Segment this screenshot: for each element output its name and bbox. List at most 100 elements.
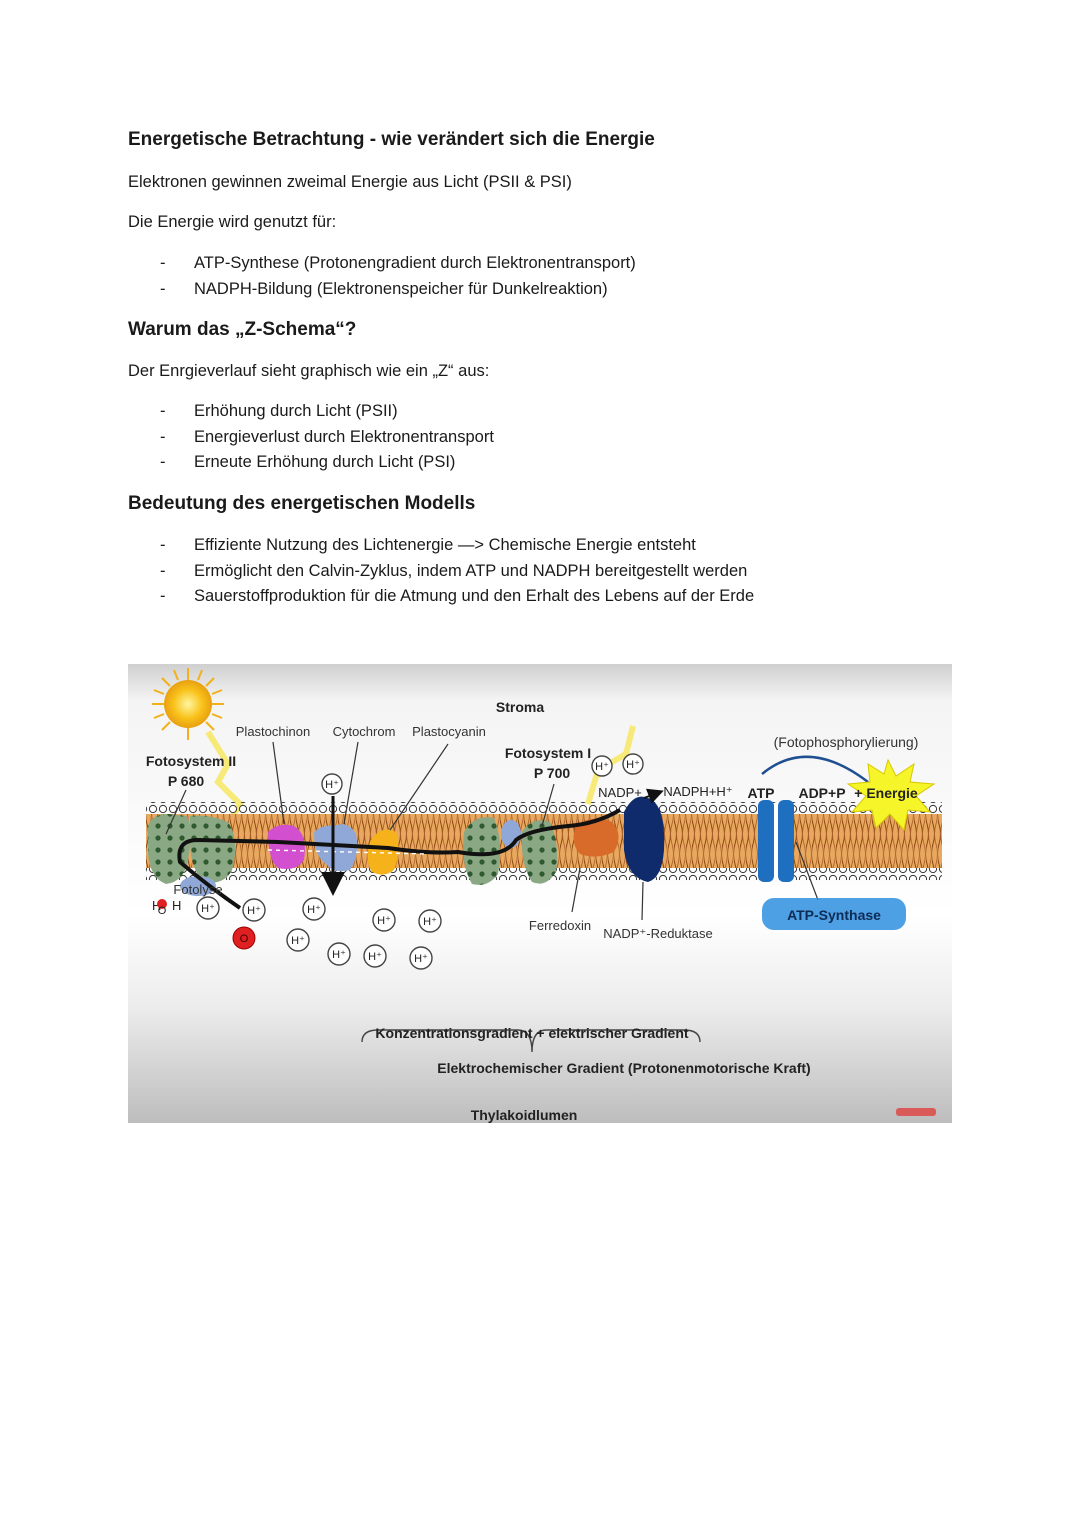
section3-heading: Bedeutung des energetischen Modells — [128, 493, 476, 514]
bullet-dash: - — [160, 402, 166, 420]
oxygen-atom: O — [232, 926, 256, 950]
light-beam-psi — [585, 725, 636, 805]
proton-ion: H⁺ — [196, 896, 220, 920]
gradient-brace — [361, 1029, 701, 1053]
list-item: - Erhöhung durch Licht (PSII) — [128, 399, 494, 425]
gradient-label-2: Elektrochemischer Gradient (Protonenmoto… — [437, 1060, 810, 1076]
bullet-dash: - — [160, 254, 166, 272]
list-item: - Sauerstoffproduktion für die Atmung und… — [128, 584, 754, 610]
section3-list: - Effiziente Nutzung des Lichtenergie —> … — [128, 533, 754, 610]
ps1-p-label: P 700 — [534, 765, 571, 781]
proton-label: H⁺ — [291, 935, 305, 947]
proton-label: H⁺ — [595, 761, 609, 773]
list-item: - ATP-Synthese (Protonengradient durch El… — [128, 251, 636, 277]
proton-ion: H⁺ — [302, 897, 326, 921]
bullet-dash: - — [160, 561, 166, 580]
bullet-dash: - — [160, 279, 166, 298]
ps2-p-label: P 680 — [168, 773, 205, 789]
section2-lead: Der Enrgieverlauf sieht graphisch wie ei… — [128, 362, 490, 380]
proton-label: H⁺ — [626, 759, 640, 771]
plastochinon-complex — [268, 824, 305, 869]
nadph-label: NADPH+H⁺ — [663, 784, 732, 799]
electron-path — [177, 808, 622, 910]
proton-ion: H⁺ — [286, 928, 310, 952]
list-item-text: ATP-Synthese (Protonengradient durch Ele… — [194, 254, 636, 272]
list-item: - Energieverlust durch Elektronentranspor… — [128, 425, 494, 451]
ps2-name-label: Fotosystem II — [146, 753, 236, 769]
ferredoxin-complex — [573, 818, 619, 857]
gradient-label-1: Konzentrationsgradient + elektrischer Gr… — [375, 1025, 688, 1041]
proton-ion: H⁺ — [591, 755, 613, 777]
proton-ion: H⁺ — [622, 753, 644, 775]
proton-label: H⁺ — [325, 779, 339, 791]
proton-ion: H⁺ — [321, 773, 343, 795]
bullet-dash: - — [160, 427, 166, 446]
list-item-text: NADPH-Bildung (Elektronenspeicher für Du… — [194, 279, 608, 298]
atp-synthase-label: ATP-Synthase — [787, 907, 881, 923]
list-item: - NADPH-Bildung (Elektronenspeicher für D… — [128, 277, 636, 303]
photosystem-i — [463, 817, 558, 885]
ps1-name-label: Fotosystem I — [505, 745, 591, 761]
plastochinon-label: Plastochinon — [236, 724, 310, 739]
nadp-reduktase-complex — [624, 796, 665, 882]
list-item-text: Sauerstoffproduktion für die Atmung und … — [194, 587, 755, 605]
water-h2-label: H — [172, 898, 181, 913]
fotolyse-label: Fotolyse — [173, 882, 222, 897]
label-leader-lines — [165, 741, 819, 921]
proton-label: H⁺ — [201, 903, 215, 915]
lumen-label: Thylakoidlumen — [471, 1107, 578, 1123]
photosynthesis-diagram: Stroma Plastochinon Cytochrom Plastocyan… — [128, 664, 952, 1123]
bullet-dash: - — [160, 587, 166, 605]
bullet-dash: - — [160, 536, 166, 554]
section2-list: - Erhöhung durch Licht (PSII) - Energiever… — [128, 399, 494, 476]
oxygen-label: O — [240, 933, 249, 945]
watermark-badge — [896, 1108, 936, 1116]
proton-label: H⁺ — [423, 916, 437, 928]
proton-label: H⁺ — [414, 953, 428, 965]
proton-label: H⁺ — [247, 905, 261, 917]
electron-path-dashed — [267, 849, 429, 855]
fotophosphorylierung-arrow — [761, 755, 869, 783]
proton-ion: H⁺ — [242, 898, 266, 922]
ferredoxin-label: Ferredoxin — [529, 918, 591, 933]
list-item-text: Energieverlust durch Elektronentransport — [194, 427, 494, 446]
water-o-label: O — [158, 905, 167, 917]
proton-label: H⁺ — [368, 951, 382, 963]
adp-label: ADP+P — [798, 785, 845, 801]
list-item: - Effiziente Nutzung des Lichtenergie —> … — [128, 533, 754, 559]
proton-ion: H⁺ — [372, 908, 396, 932]
list-item-text: Effiziente Nutzung des Lichtenergie —> C… — [194, 536, 696, 554]
energy-star-icon — [846, 758, 936, 832]
nadp-label: NADP+ — [598, 785, 642, 800]
plastocyanin-complex — [367, 829, 399, 875]
list-item: -Erneute Erhöhung durch Licht (PSI) — [128, 450, 494, 476]
cytochrom-complex — [314, 824, 358, 872]
section2-heading: Warum das „Z-Schema“? — [128, 319, 357, 340]
proton-label: H⁺ — [307, 904, 321, 916]
section1-heading: Energetische Betrachtung - wie verändert… — [128, 129, 655, 150]
proton-ion: H⁺ — [418, 909, 442, 933]
atp-synthase-label-box — [762, 898, 906, 930]
stroma-label: Stroma — [496, 699, 544, 715]
section1-lead: Die Energie wird genutzt für: — [128, 213, 337, 231]
proton-ion: H⁺ — [363, 944, 387, 968]
proton-label: H⁺ — [377, 915, 391, 927]
proton-ion: H⁺ — [409, 946, 433, 970]
photosystem-ii — [148, 814, 236, 896]
plastocyanin-label: Plastocyanin — [412, 724, 486, 739]
nadp-arrow — [643, 788, 664, 804]
section1-intro: Elektronen gewinnen zweimal Energie aus … — [128, 173, 572, 191]
proton-label: H⁺ — [332, 949, 346, 961]
diagram-background — [128, 664, 952, 1123]
nadp-reduktase-label: NADP⁺-Reduktase — [603, 926, 712, 941]
proton-ion: H⁺ — [327, 942, 351, 966]
water-h1-label: H — [152, 898, 161, 913]
list-item: - Ermöglicht den Calvin-Zyklus, indem ATP… — [128, 559, 754, 585]
list-item-text: Ermöglicht den Calvin-Zyklus, indem ATP … — [194, 561, 748, 580]
energie-label: + Energie — [854, 785, 918, 801]
list-item-text: Erhöhung durch Licht (PSII) — [194, 402, 398, 420]
cytochrom-label: Cytochrom — [333, 724, 396, 739]
fotophosphorylierung-label: (Fotophosphorylierung) — [774, 734, 919, 750]
sun-icon — [152, 668, 224, 740]
atp-label: ATP — [748, 785, 775, 801]
